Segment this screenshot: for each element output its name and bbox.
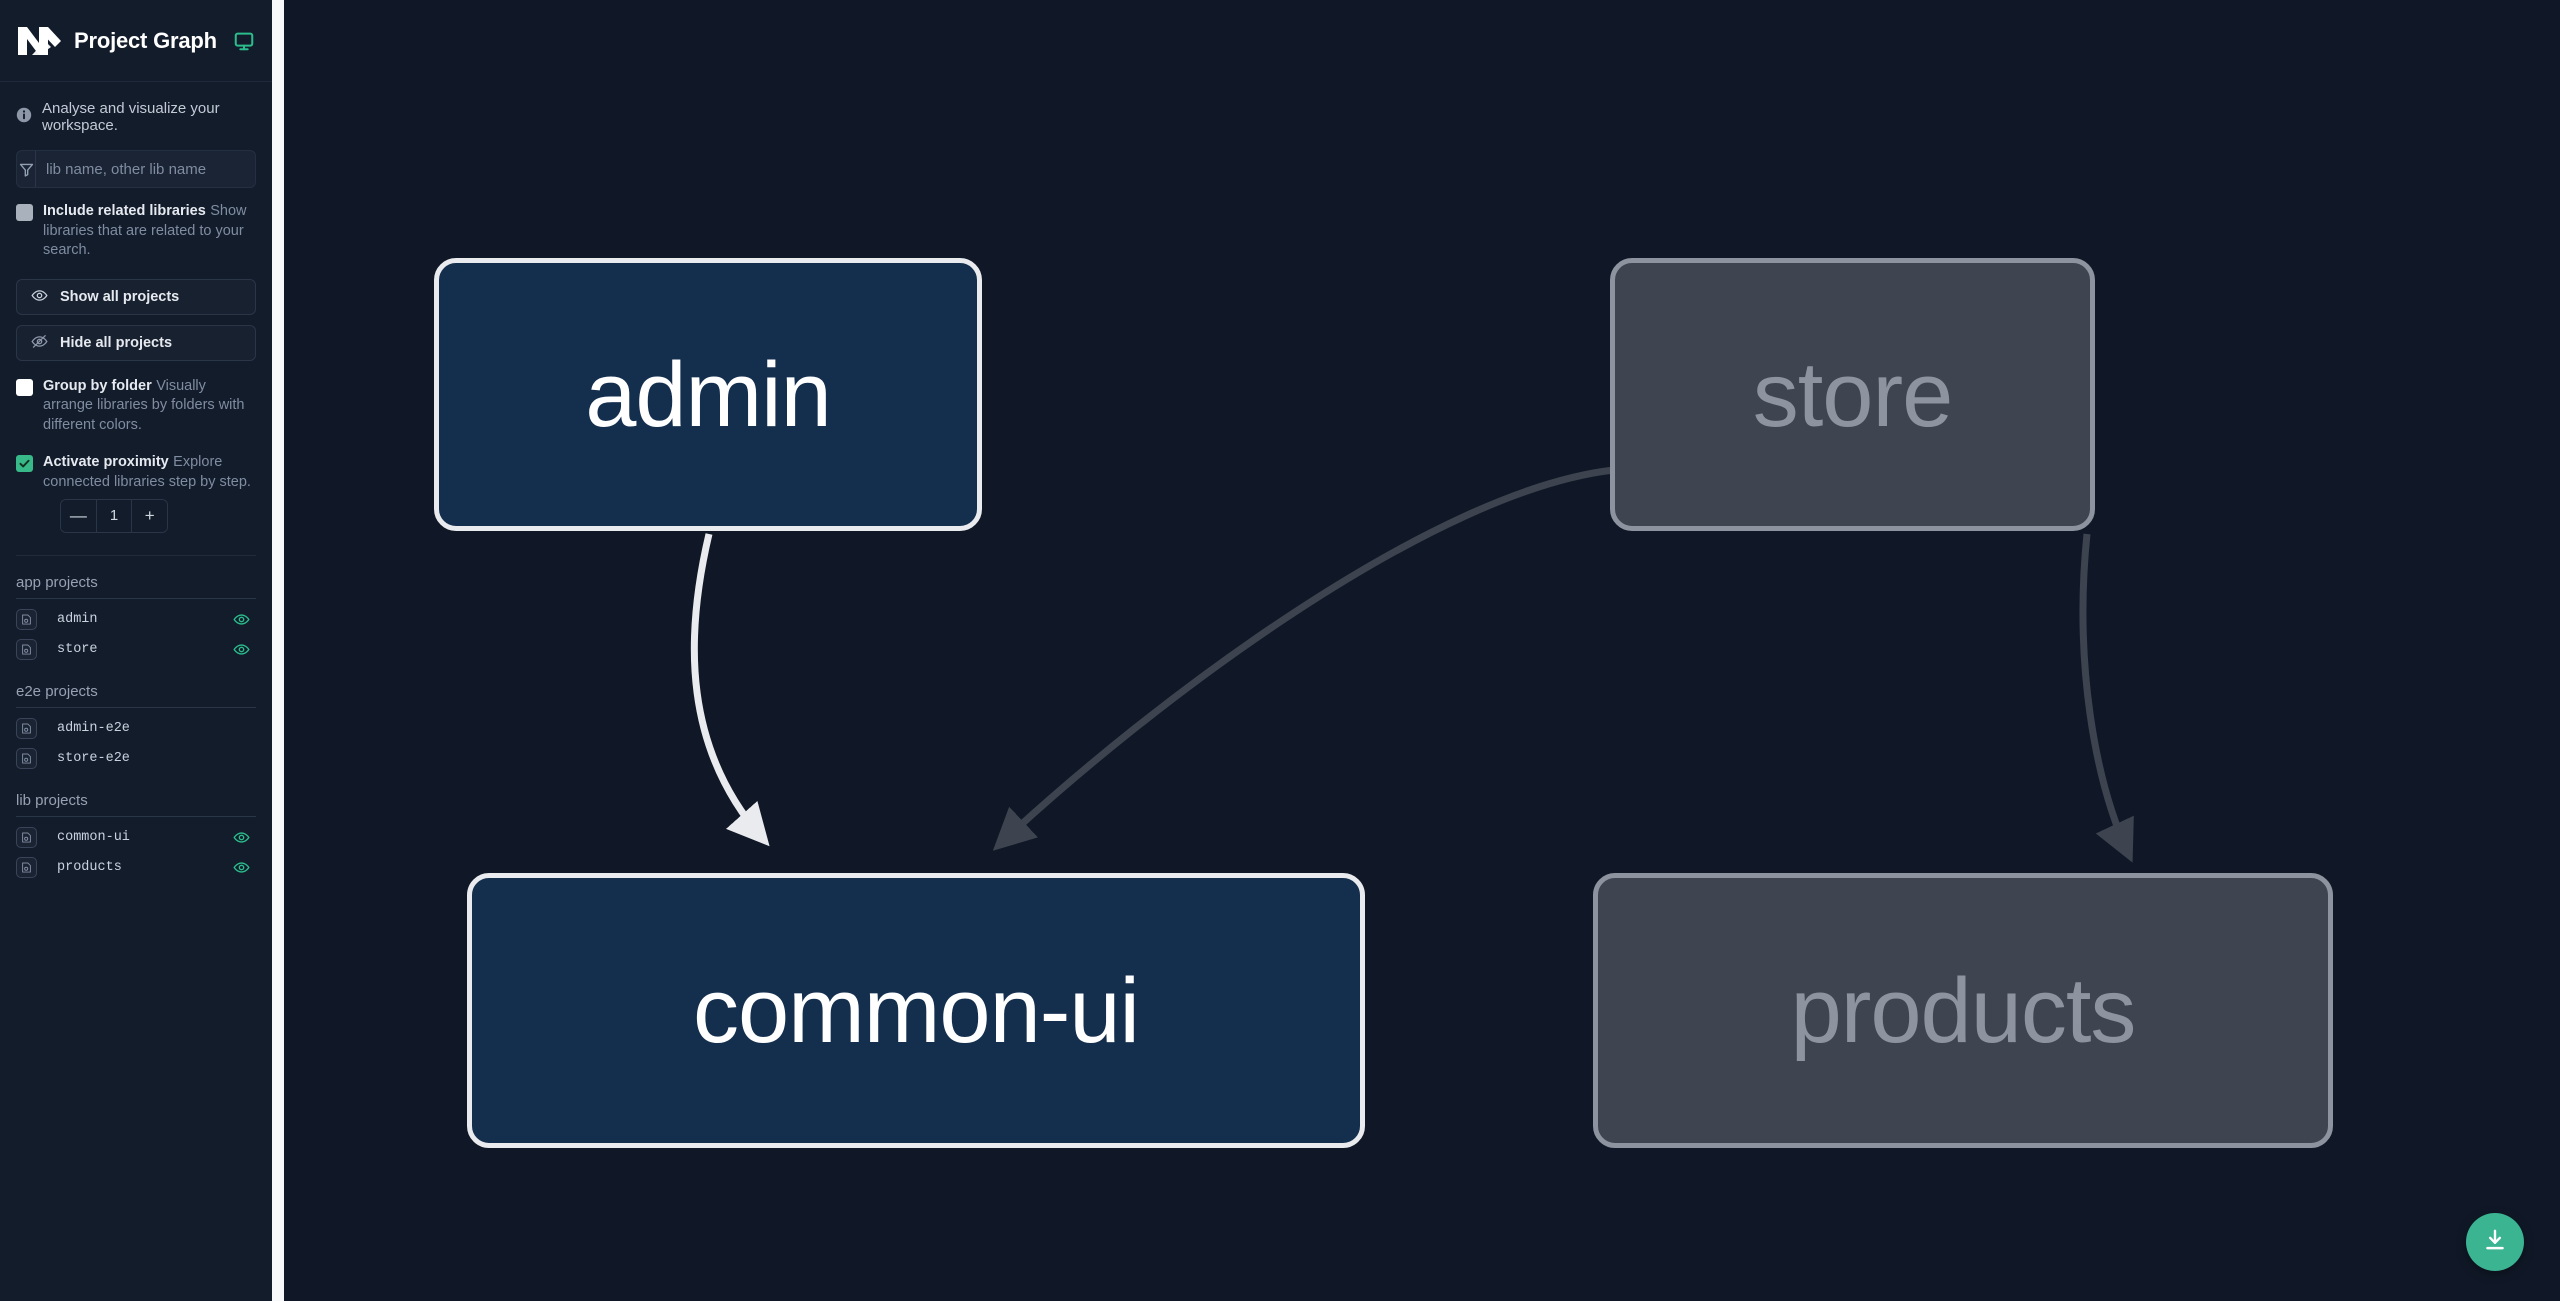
download-icon	[2482, 1227, 2508, 1258]
project-icon	[16, 748, 37, 769]
edge-admin-to-common-ui	[690, 533, 770, 847]
project-icon	[16, 718, 37, 739]
project-name: admin-e2e	[57, 721, 130, 736]
project-name: common-ui	[57, 830, 130, 845]
project-row-products[interactable]: products	[16, 853, 256, 883]
project-group-app: app projects admin	[0, 574, 272, 665]
project-group-title: lib projects	[16, 792, 256, 817]
graph-canvas[interactable]: admin store common-ui products	[284, 0, 2560, 1301]
show-all-projects-label: Show all projects	[60, 288, 180, 305]
option-include-related-libraries[interactable]: Include related libraries Show libraries…	[16, 202, 256, 261]
hide-all-projects-button[interactable]: Hide all projects	[16, 324, 256, 361]
project-name: products	[57, 860, 122, 875]
project-icon	[16, 827, 37, 848]
project-row-admin-e2e[interactable]: admin-e2e	[16, 714, 256, 744]
sidebar-resize-handle[interactable]	[272, 0, 284, 1301]
sidebar-controls: Include related libraries Show libraries…	[0, 150, 272, 556]
eye-off-icon	[31, 333, 48, 353]
project-name: store-e2e	[57, 751, 130, 766]
option-title: Activate proximity	[43, 454, 169, 471]
option-title: Group by folder	[43, 377, 152, 394]
edge-store-to-common-ui	[992, 466, 1615, 851]
proximity-increment-button[interactable]: +	[132, 499, 167, 532]
search-box[interactable]	[16, 150, 256, 188]
graph-node-admin[interactable]: admin	[434, 258, 982, 531]
option-title: Include related libraries	[43, 203, 206, 219]
info-icon	[16, 107, 32, 128]
option-desc: Visually arrange libraries by folders wi…	[43, 377, 245, 433]
graph-edges	[690, 466, 2134, 863]
option-group-by-folder[interactable]: Group by folder Visually arrange librari…	[16, 377, 256, 436]
project-row-common-ui[interactable]: common-ui	[16, 823, 256, 853]
eye-icon	[31, 287, 48, 307]
proximity-decrement-button[interactable]: —	[61, 499, 96, 532]
nx-logo-icon	[16, 21, 62, 61]
eye-icon[interactable]	[233, 641, 250, 658]
project-group-title: e2e projects	[16, 683, 256, 708]
project-name: admin	[57, 612, 98, 627]
project-name: store	[57, 642, 98, 657]
divider	[16, 554, 256, 556]
eye-icon[interactable]	[233, 829, 250, 846]
checkbox-group-by-folder[interactable]	[16, 378, 33, 396]
option-activate-proximity[interactable]: Activate proximity Explore connected lib…	[16, 453, 256, 492]
graph-node-label: store	[1752, 343, 1954, 446]
page-title: Project Graph	[74, 27, 217, 53]
project-icon	[16, 609, 37, 630]
sidebar-header: Project Graph	[0, 0, 272, 82]
sidebar: Project Graph Analyse and visualize your…	[0, 0, 272, 1301]
graph-node-store[interactable]: store	[1610, 258, 2095, 531]
monitor-icon[interactable]	[233, 30, 255, 52]
project-group-e2e: e2e projects admin-e2e store-	[0, 683, 272, 774]
proximity-stepper[interactable]: — 1 +	[60, 498, 168, 533]
graph-node-label: common-ui	[692, 959, 1140, 1062]
option-desc: Explore connected libraries step by step…	[43, 454, 251, 490]
tagline: Analyse and visualize your workspace.	[0, 82, 272, 150]
project-row-admin[interactable]: admin	[16, 605, 256, 635]
graph-node-label: admin	[585, 343, 832, 446]
show-all-projects-button[interactable]: Show all projects	[16, 278, 256, 315]
project-icon	[16, 639, 37, 660]
hide-all-projects-label: Hide all projects	[60, 334, 173, 351]
project-row-store[interactable]: store	[16, 635, 256, 665]
tagline-text: Analyse and visualize your workspace.	[42, 100, 220, 134]
option-desc: Show libraries that are related to your …	[43, 203, 247, 259]
download-graph-button[interactable]	[2466, 1213, 2524, 1271]
graph-node-products[interactable]: products	[1593, 873, 2333, 1148]
project-icon	[16, 857, 37, 878]
edge-store-to-products	[2079, 533, 2134, 863]
project-group-title: app projects	[16, 574, 256, 599]
eye-icon[interactable]	[233, 611, 250, 628]
checkbox-activate-proximity[interactable]	[16, 455, 33, 473]
eye-icon[interactable]	[233, 859, 250, 876]
project-group-lib: lib projects common-ui	[0, 792, 272, 883]
graph-node-label: products	[1790, 959, 2137, 1062]
filter-icon	[17, 151, 36, 187]
project-row-store-e2e[interactable]: store-e2e	[16, 744, 256, 774]
checkbox-include-related-libraries[interactable]	[16, 204, 33, 221]
proximity-value: 1	[95, 499, 133, 532]
graph-node-common-ui[interactable]: common-ui	[467, 873, 1365, 1148]
search-input[interactable]	[36, 151, 255, 187]
